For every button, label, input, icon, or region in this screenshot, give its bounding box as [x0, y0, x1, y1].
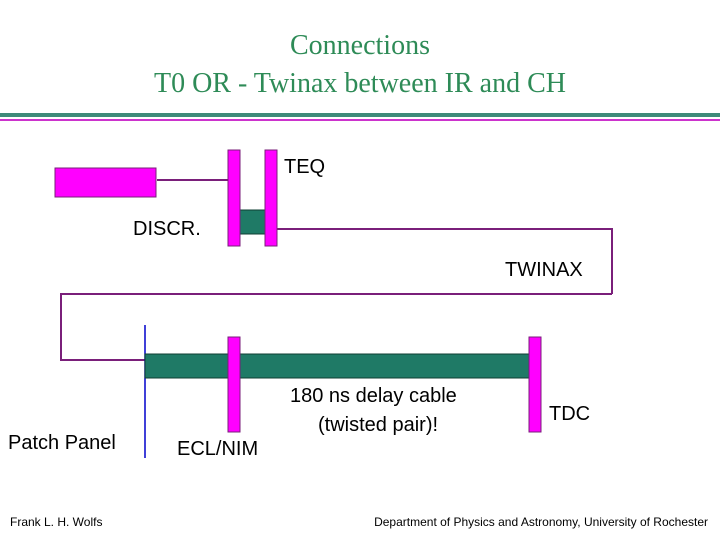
discr-module	[227, 149, 241, 247]
twinax-label: TWINAX	[505, 259, 583, 281]
delay-cable-label-line2: (twisted pair)!	[318, 414, 439, 436]
tdc-label: TDC	[549, 403, 591, 425]
title-rule-magenta	[0, 119, 720, 121]
teq-module	[264, 149, 278, 247]
ecl-nim-label: ECL/NIM	[177, 438, 259, 460]
wire-twinax-return	[60, 293, 612, 361]
discr-teq-link	[239, 209, 266, 235]
ecl-nim-module	[227, 336, 241, 433]
slide-title-line1: Connections	[290, 30, 430, 61]
delay-cable-label-line1: 180 ns delay cable	[290, 385, 457, 407]
delay-cable-bar	[144, 353, 530, 379]
discr-label: DISCR.	[133, 218, 201, 240]
footer-author: Frank L. H. Wolfs	[10, 515, 103, 529]
wire-teq-to-twinax	[277, 228, 613, 294]
title-rule-teal	[0, 113, 720, 117]
teq-label: TEQ	[284, 156, 326, 178]
tdc-module	[528, 336, 542, 433]
source-block	[54, 167, 157, 198]
patch-panel-label: Patch Panel	[8, 432, 116, 454]
slide-title-line2: T0 OR - Twinax between IR and CH	[153, 68, 566, 99]
footer-department: Department of Physics and Astronomy, Uni…	[374, 515, 708, 529]
